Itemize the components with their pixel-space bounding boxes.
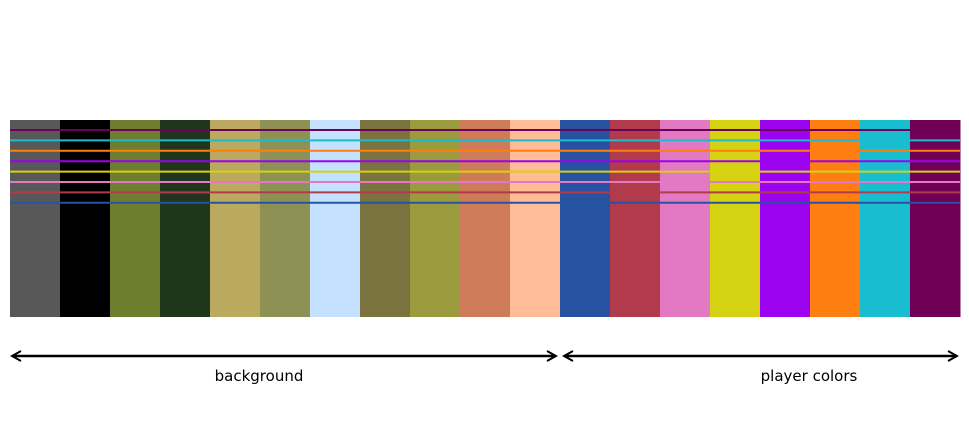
swatch-player-16 bbox=[760, 120, 811, 317]
background-label: background bbox=[214, 367, 304, 385]
swatch-background-4 bbox=[160, 120, 211, 317]
swatch-background-10 bbox=[460, 120, 511, 317]
player-color-lines bbox=[10, 129, 960, 204]
swatch-background-11 bbox=[510, 120, 561, 317]
swatch-background-6 bbox=[260, 120, 311, 317]
swatch-player-14 bbox=[660, 120, 711, 317]
swatch-player-12 bbox=[560, 120, 611, 317]
swatch-background-1 bbox=[10, 120, 61, 317]
swatch-player-18 bbox=[860, 120, 911, 317]
swatch-strip bbox=[10, 120, 961, 317]
swatch-background-2 bbox=[60, 120, 111, 317]
swatch-background-8 bbox=[360, 120, 411, 317]
swatch-player-13 bbox=[610, 120, 661, 317]
swatch-background-9 bbox=[410, 120, 461, 317]
swatch-background-7 bbox=[310, 120, 361, 317]
swatch-player-15 bbox=[710, 120, 761, 317]
swatch-player-17 bbox=[810, 120, 861, 317]
player-colors-label: player colors bbox=[760, 367, 858, 385]
swatch-background-3 bbox=[110, 120, 161, 317]
swatch-player-19 bbox=[910, 120, 961, 317]
swatch-background-5 bbox=[210, 120, 261, 317]
